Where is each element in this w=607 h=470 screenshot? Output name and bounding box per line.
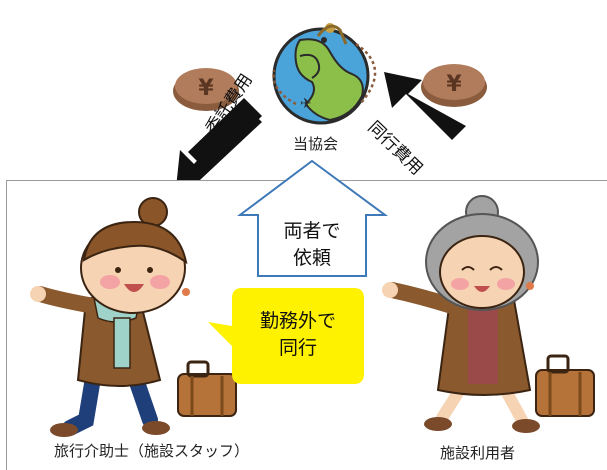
speech-bubble-text: 勤務外で 同行 — [232, 308, 364, 362]
staff-illustration — [30, 197, 237, 437]
left-coin-icon: ¥ — [173, 68, 239, 111]
svg-text:¥: ¥ — [446, 72, 462, 97]
staff-caption: 旅行介助士（施設スタッフ） — [54, 442, 250, 460]
top-illustration: ¥ ¥ ✈ — [173, 23, 487, 194]
speech-line-1: 勤務外で — [259, 310, 336, 332]
request-house-shape — [237, 160, 389, 277]
user-illustration — [382, 195, 595, 433]
request-box-text: 両者で 依頼 — [258, 218, 366, 272]
svg-text:✈: ✈ — [300, 96, 312, 112]
top-diagram: ¥ ¥ ✈ 委託費用 同行費用 当協会 — [0, 0, 607, 194]
globe-logo-icon: ✈ — [272, 23, 377, 125]
svg-text:¥: ¥ — [198, 76, 214, 101]
speech-line-2: 同行 — [278, 337, 317, 359]
center-name: 当協会 — [293, 135, 339, 153]
left-arrow-icon — [176, 98, 262, 194]
right-coin-icon: ¥ — [421, 64, 487, 107]
people-illustration — [30, 160, 595, 437]
request-line-2: 依頼 — [292, 247, 331, 269]
speech-bubble-shape — [208, 288, 364, 384]
user-caption: 施設利用者 — [440, 444, 516, 462]
right-arrow-icon — [384, 72, 466, 140]
request-line-1: 両者で — [283, 220, 341, 242]
